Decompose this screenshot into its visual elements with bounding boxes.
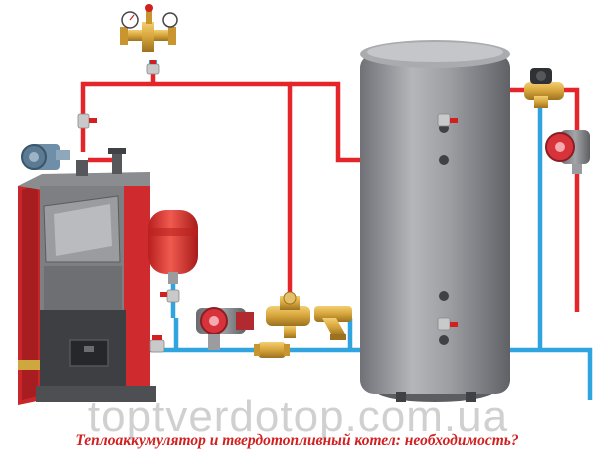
ball-valve-icon <box>77 113 97 129</box>
bypass-valve-icon <box>254 342 290 358</box>
ball-valve-icon <box>437 317 458 331</box>
caption-title: Теплоаккумулятор и твердотопливный котел… <box>75 432 519 449</box>
safety-group-icon <box>120 4 178 70</box>
ball-valve-icon <box>160 289 180 303</box>
solid-fuel-boiler <box>18 144 156 405</box>
circulation-pump-icon <box>545 130 590 174</box>
mixing-valve-icon <box>524 68 564 108</box>
ball-valve-icon <box>146 60 160 75</box>
ball-valve-icon <box>437 113 458 127</box>
buffer-tank <box>360 40 510 402</box>
circulation-pump-icon <box>196 307 254 350</box>
ball-valve-icon <box>149 335 165 353</box>
y-strainer-icon <box>314 306 352 340</box>
blower-fan-icon <box>21 144 70 170</box>
mixing-valve-icon <box>266 291 310 338</box>
